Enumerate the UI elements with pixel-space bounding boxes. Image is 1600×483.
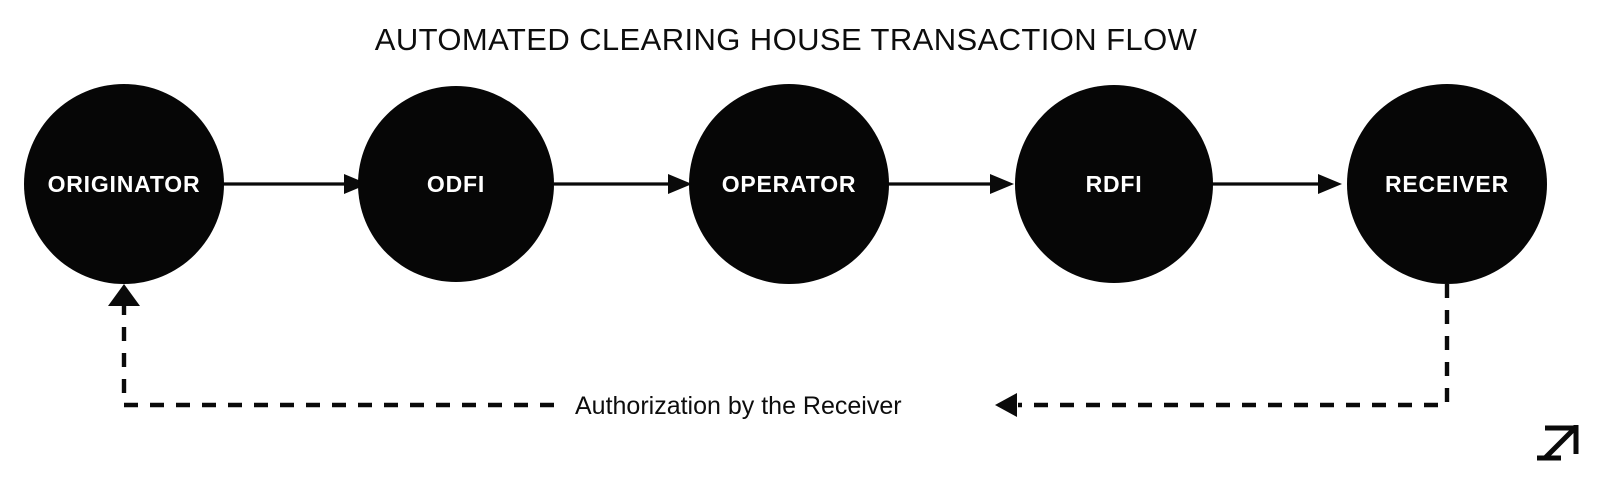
- arrowhead-feedback-to-originator: [108, 284, 140, 306]
- feedback-label-backing: [566, 386, 1018, 424]
- arrowhead-operator-rdfi: [990, 174, 1014, 194]
- node-operator-circle[interactable]: [689, 84, 889, 284]
- node-originator-label: ORIGINATOR: [48, 171, 201, 197]
- node-rdfi-label: RDFI: [1086, 171, 1143, 197]
- node-rdfi[interactable]: RDFI: [1015, 85, 1213, 283]
- flow-connectors: [222, 174, 1342, 194]
- node-originator[interactable]: ORIGINATOR: [24, 84, 224, 284]
- node-odfi-label: ODFI: [427, 171, 485, 197]
- arrowhead-odfi-operator: [668, 174, 692, 194]
- arrowhead-feedback-label: [995, 393, 1017, 417]
- diagram-title: AUTOMATED CLEARING HOUSE TRANSACTION FLO…: [375, 22, 1198, 57]
- arrowhead-rdfi-receiver: [1318, 174, 1342, 194]
- feedback-path-group: Authorization by the Receiver: [108, 284, 1450, 424]
- node-operator-label: OPERATOR: [722, 171, 857, 197]
- node-odfi-circle[interactable]: [358, 86, 554, 282]
- node-originator-circle[interactable]: [24, 84, 224, 284]
- node-receiver-circle[interactable]: [1347, 84, 1547, 284]
- node-operator[interactable]: OPERATOR: [689, 84, 889, 284]
- node-receiver[interactable]: RECEIVER: [1347, 84, 1547, 284]
- arrowhead-originator-odfi: [344, 174, 368, 194]
- node-receiver-label: RECEIVER: [1385, 171, 1509, 197]
- node-rdfi-circle[interactable]: [1015, 85, 1213, 283]
- arrow-corner-logo-icon: [1537, 425, 1579, 461]
- node-odfi[interactable]: ODFI: [358, 86, 554, 282]
- feedback-label: Authorization by the Receiver: [575, 392, 902, 420]
